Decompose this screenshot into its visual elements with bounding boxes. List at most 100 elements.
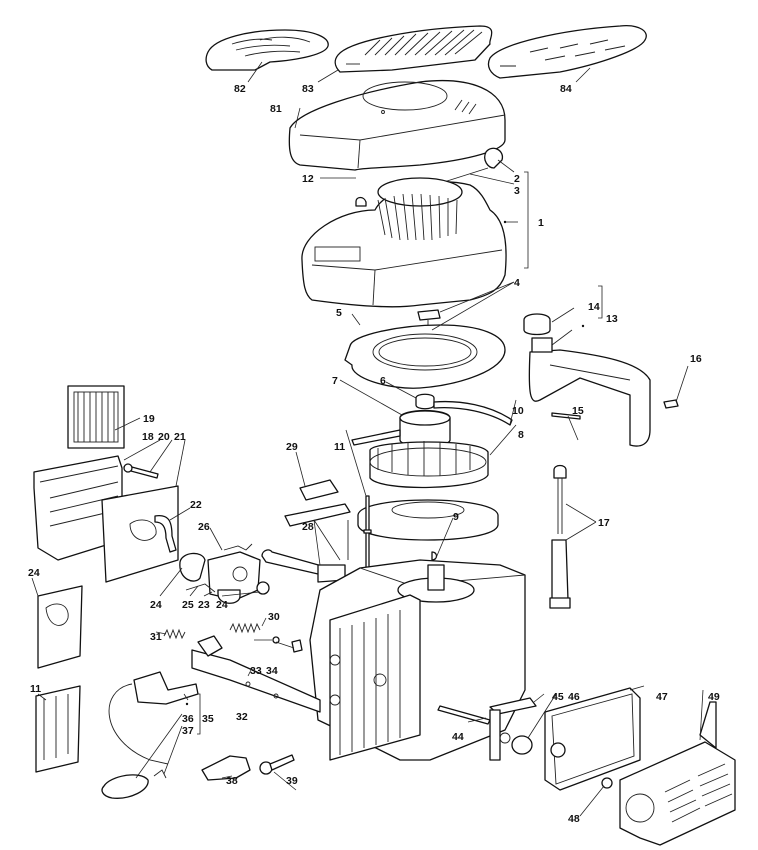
return-spring-31[interactable] [163, 628, 186, 640]
spark-plug-38[interactable] [201, 755, 251, 781]
bolt-39[interactable] [259, 754, 295, 775]
air-filter-element-19[interactable] [67, 385, 125, 449]
callout-34[interactable]: 34 [266, 665, 278, 677]
fuel-tank-13[interactable] [528, 337, 651, 447]
heat-shield-bracket-45[interactable] [489, 697, 537, 761]
flywheel-key-9[interactable] [431, 551, 438, 561]
cover-plate-83[interactable] [334, 25, 493, 73]
fuel-cap-14[interactable] [523, 313, 551, 336]
callout-5[interactable]: 5 [336, 307, 342, 319]
callout-23[interactable]: 23 [198, 599, 210, 611]
tank-bolt-16[interactable] [663, 399, 679, 409]
gasket-24[interactable] [179, 552, 206, 582]
filter-bolt-20[interactable] [123, 463, 159, 479]
callout-3[interactable]: 3 [514, 185, 520, 197]
callout-29[interactable]: 29 [286, 441, 298, 453]
muffler-guard-49[interactable] [619, 701, 736, 846]
callout-26[interactable]: 26 [198, 521, 210, 533]
air-filter-cover-18[interactable] [33, 455, 123, 561]
stud-kit-11[interactable] [35, 685, 81, 773]
recoil-starter-1[interactable] [301, 177, 507, 308]
callout-47[interactable]: 47 [656, 691, 668, 703]
callout-2[interactable]: 2 [514, 173, 520, 185]
callout-46[interactable]: 46 [568, 691, 580, 703]
base-plate-5[interactable] [344, 324, 506, 389]
callout-7[interactable]: 7 [332, 375, 338, 387]
muffler-47[interactable] [544, 687, 641, 791]
callout-31[interactable]: 31 [150, 631, 162, 643]
callout-44[interactable]: 44 [452, 731, 464, 743]
callout-84[interactable]: 84 [560, 83, 572, 95]
callout-49[interactable]: 49 [708, 691, 720, 703]
callout-8[interactable]: 8 [518, 429, 524, 441]
callout-24-right[interactable]: 24 [216, 599, 228, 611]
callout-48[interactable]: 48 [568, 813, 580, 825]
callout-18[interactable]: 18 [142, 431, 154, 443]
callout-10[interactable]: 10 [512, 405, 524, 417]
callout-39[interactable]: 39 [286, 775, 298, 787]
callout-9[interactable]: 9 [453, 511, 459, 523]
callout-15[interactable]: 15 [572, 405, 584, 417]
wire-clip-37[interactable] [153, 769, 167, 779]
carburetor-23[interactable] [207, 551, 261, 604]
callout-13[interactable]: 13 [606, 313, 618, 325]
governor-bracket-29[interactable] [284, 479, 351, 527]
callout-16[interactable]: 16 [690, 353, 702, 365]
breather-hose-22[interactable] [154, 514, 177, 553]
callout-19[interactable]: 19 [143, 413, 155, 425]
callout-32[interactable]: 32 [236, 711, 248, 723]
callout-12[interactable]: 12 [302, 173, 314, 185]
engine-block[interactable] [309, 559, 526, 761]
callout-37[interactable]: 37 [182, 725, 194, 737]
callout-20[interactable]: 20 [158, 431, 170, 443]
control-plate-32[interactable] [191, 635, 321, 713]
callout-36[interactable]: 36 [182, 713, 194, 725]
spark-plug-cap-36[interactable] [101, 774, 149, 799]
clip-34[interactable] [291, 639, 303, 653]
callout-28[interactable]: 28 [302, 521, 314, 533]
exhaust-gasket-46[interactable] [511, 735, 533, 755]
callout-82[interactable]: 82 [234, 83, 246, 95]
callout-81[interactable]: 81 [270, 103, 282, 115]
callout-35[interactable]: 35 [202, 713, 214, 725]
engine-cover-81[interactable] [288, 80, 506, 171]
callout-38[interactable]: 38 [226, 775, 238, 787]
callout-83[interactable]: 83 [302, 83, 314, 95]
gasket-24-small[interactable] [256, 581, 270, 595]
screw-33[interactable] [272, 636, 280, 644]
callout-21[interactable]: 21 [174, 431, 186, 443]
dipstick-17[interactable] [549, 464, 571, 609]
stud-bolt-11[interactable] [363, 495, 372, 576]
flywheel-8[interactable] [357, 441, 499, 541]
callout-1[interactable]: 1 [538, 217, 544, 229]
governor-spring-30[interactable] [229, 622, 261, 634]
callout-24-bag[interactable]: 24 [28, 567, 40, 579]
callout-25[interactable]: 25 [182, 599, 194, 611]
intake-manifold-28[interactable] [261, 520, 349, 583]
cap-12[interactable] [355, 196, 367, 207]
callout-30[interactable]: 30 [268, 611, 280, 623]
starter-cup-7[interactable] [399, 409, 451, 447]
cover-plate-84[interactable] [487, 25, 647, 79]
air-filter-base-21[interactable] [101, 485, 179, 583]
callout-11-bag[interactable]: 11 [30, 683, 41, 695]
choke-link-25[interactable] [185, 583, 216, 593]
callout-6[interactable]: 6 [380, 375, 386, 387]
callout-33[interactable]: 33 [250, 665, 262, 677]
cover-plate-82[interactable] [205, 29, 329, 71]
exhaust-stud-44[interactable] [437, 705, 491, 725]
flywheel-nut-6[interactable] [415, 393, 435, 410]
callout-22[interactable]: 22 [190, 499, 202, 511]
callout-24-left[interactable]: 24 [150, 599, 162, 611]
callout-4[interactable]: 4 [514, 277, 520, 289]
fuel-line-15[interactable] [551, 412, 581, 420]
callout-11-top[interactable]: 11 [334, 441, 345, 453]
throttle-link-26[interactable] [223, 543, 253, 551]
gasket-kit-24[interactable] [37, 585, 83, 669]
breather-tube-10[interactable] [351, 400, 513, 446]
callout-14[interactable]: 14 [588, 301, 600, 313]
muffler-nut-48[interactable] [601, 777, 613, 789]
callout-17[interactable]: 17 [598, 517, 610, 529]
ignition-coil-35[interactable] [108, 671, 199, 765]
callout-45[interactable]: 45 [552, 691, 564, 703]
